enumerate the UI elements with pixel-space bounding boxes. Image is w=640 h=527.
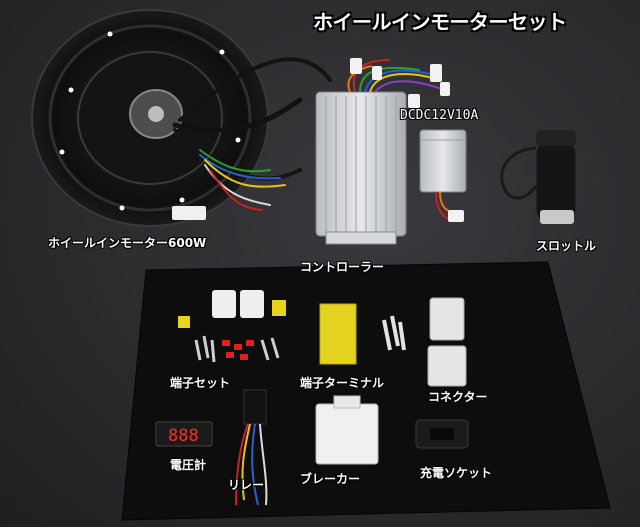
page-title: ホイールインモーターセット bbox=[313, 10, 567, 34]
voltmeter-display: 888 bbox=[168, 426, 199, 446]
label-charge-socket: 充電ソケット bbox=[420, 466, 493, 480]
label-terminal-set: 端子セット bbox=[170, 376, 231, 390]
charge-socket-part bbox=[415, 419, 469, 449]
label-breaker: ブレーカー bbox=[300, 472, 361, 486]
label-terminal: 端子ターミナル bbox=[300, 376, 385, 390]
anderson-connectors bbox=[427, 297, 467, 387]
small-connectors bbox=[350, 58, 450, 108]
terminal-block bbox=[319, 303, 406, 365]
label-connector: コネクター bbox=[428, 390, 488, 404]
black-mat bbox=[121, 261, 611, 521]
motor-connector bbox=[172, 206, 206, 220]
motor-cables bbox=[172, 57, 332, 211]
label-motor: ホイールインモーター600W bbox=[48, 236, 207, 250]
dcdc-converter bbox=[419, 129, 467, 222]
controller bbox=[315, 91, 407, 245]
breaker bbox=[315, 395, 379, 465]
label-dcdc: DCDC12V10A bbox=[400, 108, 479, 123]
label-controller: コントローラー bbox=[300, 260, 385, 274]
label-relay: リレー bbox=[228, 478, 265, 492]
relay bbox=[235, 389, 268, 506]
label-throttle: スロットル bbox=[536, 239, 597, 253]
label-voltmeter: 電圧計 bbox=[170, 458, 207, 472]
voltmeter: 888 bbox=[155, 421, 213, 447]
throttle bbox=[500, 130, 577, 225]
terminal-set-parts bbox=[178, 290, 286, 363]
